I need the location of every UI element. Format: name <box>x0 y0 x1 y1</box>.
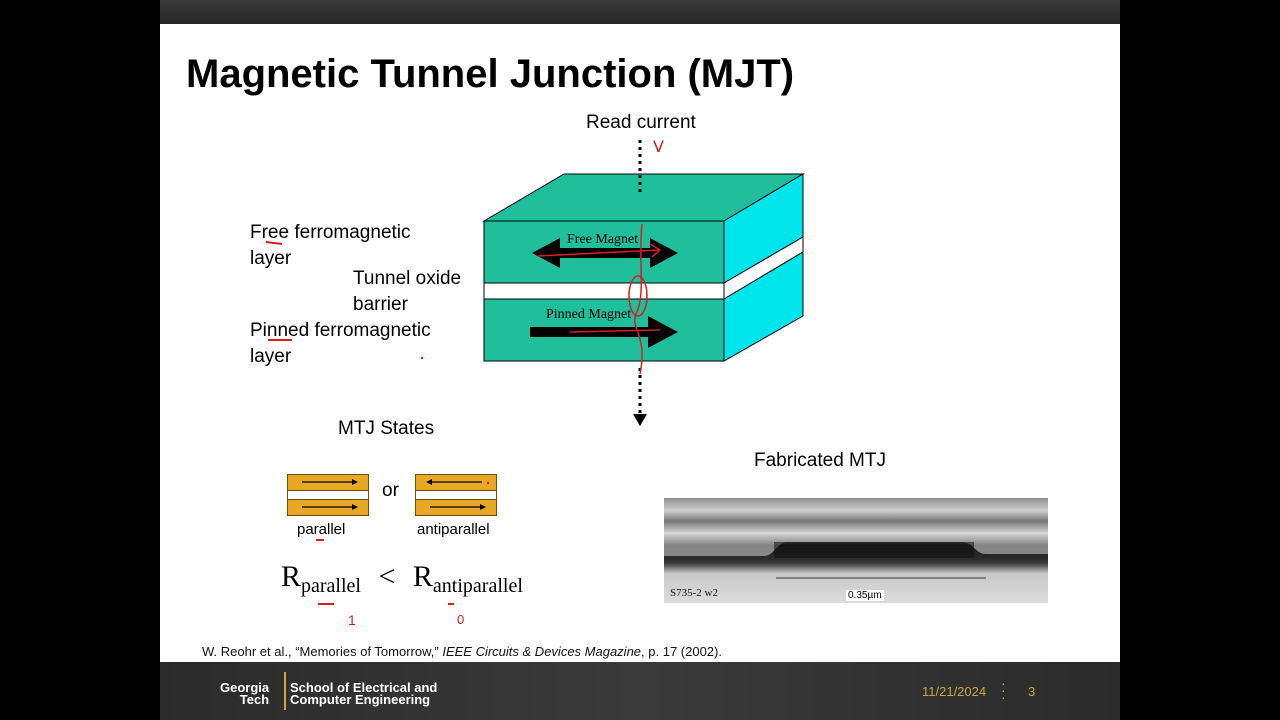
slide-page-number: 3 <box>1028 684 1036 699</box>
red-ink-annotations <box>537 223 661 375</box>
slide-date: 11/21/2024 <box>922 684 987 699</box>
logo-divider <box>284 672 286 710</box>
r-parallel-symbol: R <box>281 560 302 593</box>
mtj-stack-diagram: Free Magnet Pinned Magnet V <box>482 137 805 426</box>
tunnel-barrier-label: Tunnel oxide barrier <box>353 266 461 318</box>
footer-dots-separator: ··· <box>1001 675 1006 705</box>
parallel-underline-mark <box>316 539 324 541</box>
pinned-layer-line1: Pinned ferromagnetic <box>250 320 431 341</box>
school-line1: School of Electrical and <box>290 680 438 695</box>
red-arrow-pinned <box>569 329 661 333</box>
or-label: or <box>382 480 399 501</box>
pinned-layer-side <box>723 251 804 362</box>
free-magnet-text: Free Magnet <box>567 232 638 247</box>
citation-suffix: , p. 17 (2002). <box>641 644 722 659</box>
top-bar <box>160 0 1120 24</box>
tunnel-barrier-line2: barrier <box>353 294 408 315</box>
pinned-layer-label: Pinned ferromagnetic layer <box>250 318 431 370</box>
free-layer-line2: layer <box>250 248 292 269</box>
resistance-equation: Rparallel < Rantiparallel <box>281 560 523 598</box>
red-current-path <box>634 223 643 375</box>
citation-journal: IEEE Circuits & Devices Magazine <box>442 644 642 659</box>
fabricated-mtj-heading: Fabricated MTJ <box>754 450 886 471</box>
less-than-symbol: < <box>378 560 396 593</box>
slide-footer: Georgia Tech School of Electrical and Co… <box>160 662 1120 720</box>
r-antiparallel-symbol: R <box>412 560 433 593</box>
parallel-state-icon <box>287 474 369 516</box>
school-name: School of Electrical and Computer Engine… <box>290 680 438 707</box>
georgia-tech-logo: Georgia Tech <box>220 680 270 707</box>
red-arrow-free <box>537 243 661 258</box>
mtj-states-heading: MTJ States <box>338 418 435 439</box>
barrier-front <box>483 282 725 300</box>
equation-red-marks <box>318 603 454 605</box>
slide-title: Magnetic Tunnel Junction (MJT) <box>186 52 795 96</box>
red-circle <box>628 275 648 317</box>
label-underline-marks <box>265 241 292 341</box>
logo-line1: Georgia <box>220 680 270 695</box>
scale-bar-label: 0.35µm <box>846 590 884 601</box>
fabricated-mtj-micrograph: S735-2 w2 0.35µm <box>664 498 1048 603</box>
citation-prefix: W. Reohr et al., “Memories of Tomorrow,” <box>202 644 443 659</box>
free-layer-line1: Free ferromagnetic <box>250 222 411 243</box>
pinned-layer-line2: layer <box>250 346 292 367</box>
logo-line2: Tech <box>239 692 270 707</box>
red-mark-1: 1 <box>348 612 356 628</box>
slide: Magnetic Tunnel Junction (MJT) Read curr… <box>160 24 1120 662</box>
r-antiparallel-subscript: antiparallel <box>432 575 523 597</box>
antiparallel-label: antiparallel <box>417 521 490 538</box>
r-parallel-subscript: parallel <box>301 575 361 597</box>
red-dot <box>420 356 424 360</box>
pinned-magnet-arrow <box>530 316 678 348</box>
free-layer-label: Free ferromagnetic layer <box>250 220 411 272</box>
pinned-magnet-text: Pinned Magnet <box>546 307 631 322</box>
red-mark-0: 0 <box>457 612 465 627</box>
current-arrowhead <box>633 414 647 426</box>
parallel-label: parallel <box>297 521 346 538</box>
read-current-label: Read current <box>586 112 696 133</box>
citation: W. Reohr et al., “Memories of Tomorrow,”… <box>202 644 722 659</box>
sample-label: S735-2 w2 <box>670 587 718 599</box>
school-line2: Computer Engineering <box>290 692 431 707</box>
red-v-mark: V <box>653 137 664 156</box>
tunnel-barrier-line1: Tunnel oxide <box>353 268 462 289</box>
antiparallel-state-icon <box>415 474 497 516</box>
